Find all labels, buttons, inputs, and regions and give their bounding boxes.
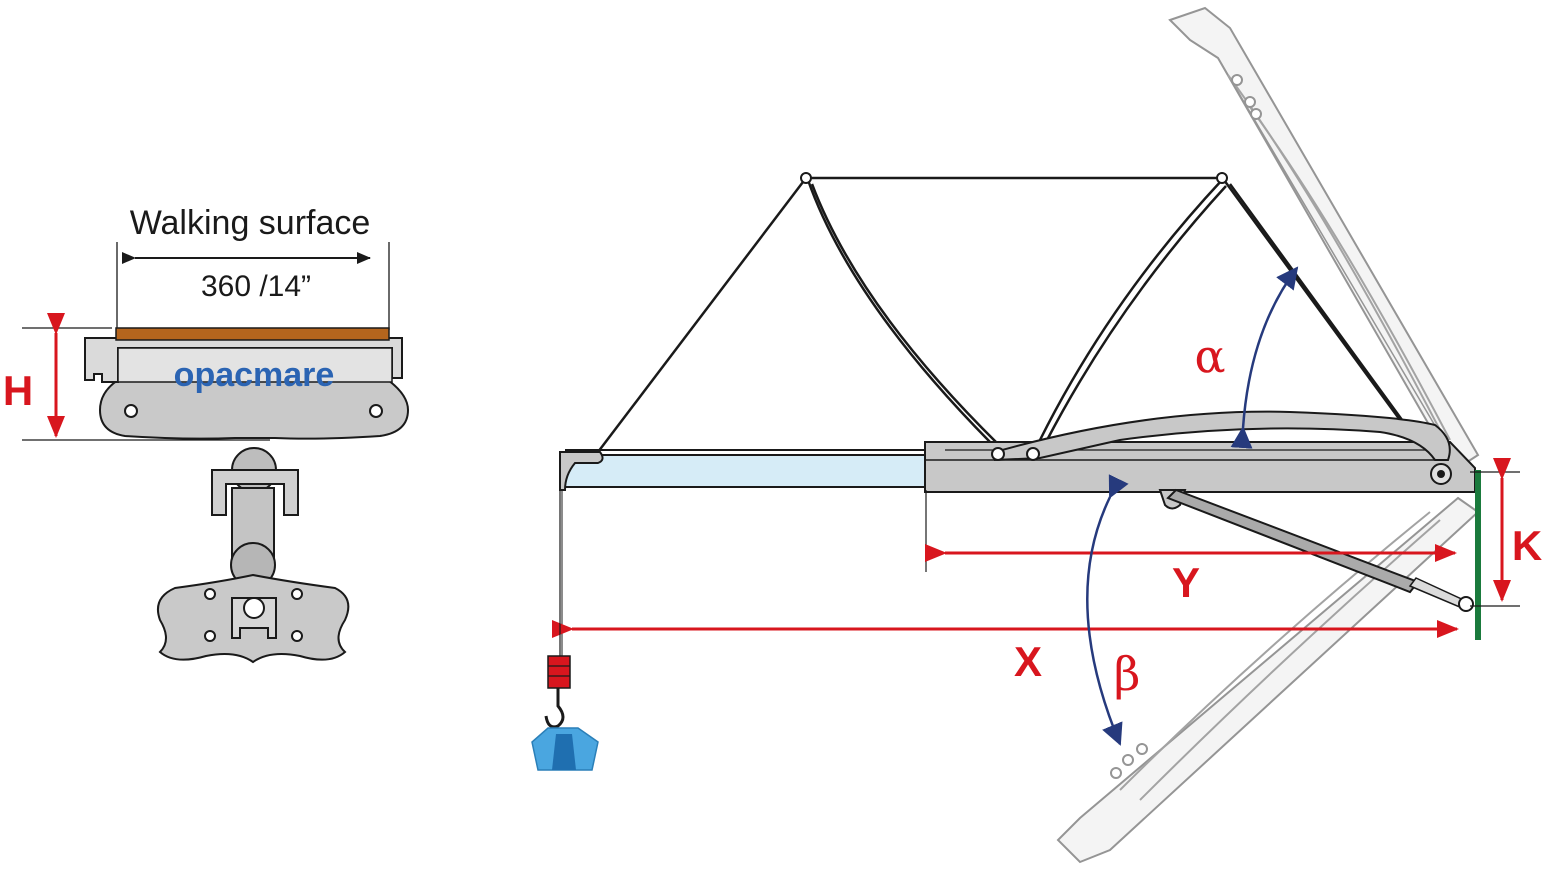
base-hole-4 — [291, 630, 303, 642]
gangway-raised-ghost — [1168, 6, 1480, 472]
rigging-joint-right — [1216, 172, 1228, 184]
hinge-pivot-center — [1437, 470, 1445, 478]
telescopic-section — [564, 454, 926, 488]
height-label: H — [3, 367, 33, 414]
hydraulic-cylinder — [1166, 488, 1420, 594]
profile-body — [98, 379, 410, 440]
brand-logo: opacmare — [174, 356, 335, 394]
profile-hole-right — [369, 404, 383, 418]
angle-up-label: α — [1194, 329, 1225, 383]
cylinder-end-pin — [1458, 596, 1474, 612]
angle-down-label: β — [1114, 647, 1141, 701]
base-hole-1 — [204, 588, 216, 600]
base-hole-2 — [291, 588, 303, 600]
extension-label: Y — [1172, 559, 1200, 606]
width-label: 360 /14” — [201, 270, 311, 303]
hook-icon — [544, 688, 565, 729]
arm-pin-2 — [1026, 447, 1040, 461]
gangway-side-view: K Y X α β — [531, 6, 1542, 864]
profile-hole-left — [124, 404, 138, 418]
walking-surface-label: Walking surface — [130, 204, 371, 242]
base-hole-3 — [204, 630, 216, 642]
stanchion-rigging — [597, 176, 1407, 453]
base-clamp-bolt — [243, 597, 265, 619]
rail-inner — [117, 347, 393, 383]
gangway-tip — [559, 451, 604, 491]
rigging-joint-left — [800, 172, 812, 184]
arm-pin-1 — [991, 447, 1005, 461]
cross-section: Walking surface 360 /14” H opacmare — [3, 204, 410, 664]
offset-label: K — [1512, 522, 1542, 569]
beta-angle-arc — [1086, 474, 1129, 746]
walking-surface-plank — [115, 327, 390, 341]
load-cell — [547, 655, 571, 689]
reach-label: X — [1014, 638, 1042, 685]
hanger-bracket — [211, 469, 299, 516]
alpha-angle-arc — [1230, 266, 1299, 449]
